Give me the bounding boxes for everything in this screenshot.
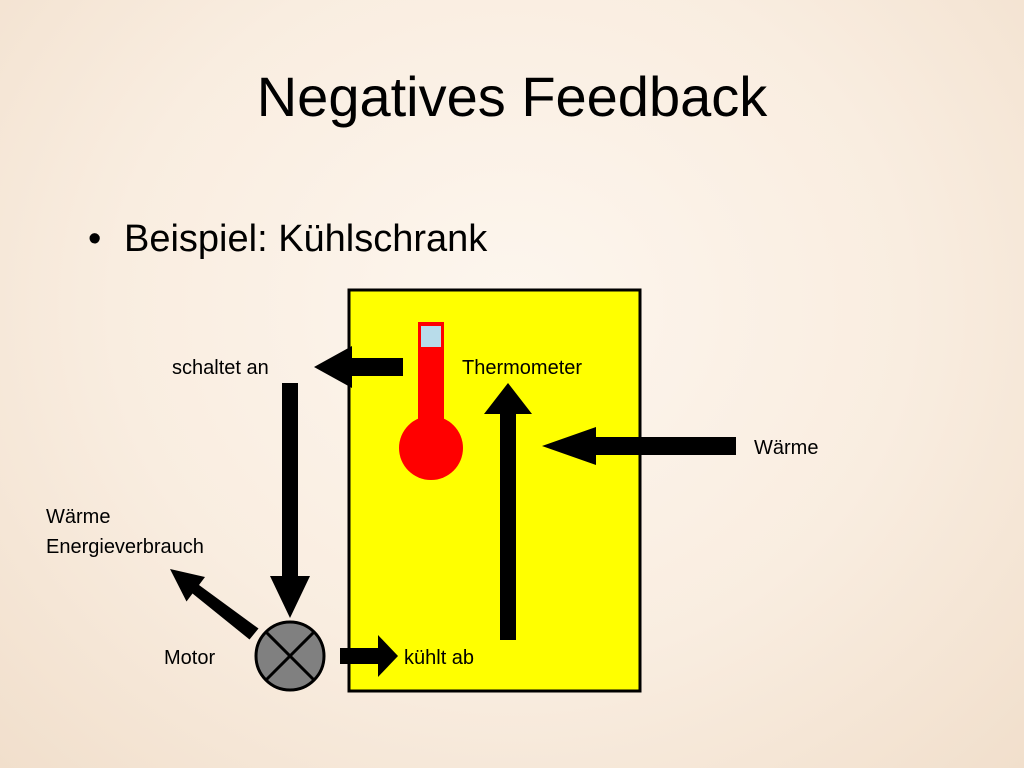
arrow-to-motor [270,383,310,618]
label-heat-in: Wärme [754,437,819,459]
thermometer-bulb [399,416,463,480]
bullet-dot: • [88,218,102,260]
arrow-heat-energy-out [170,569,259,640]
label-thermometer: Thermometer [462,357,583,379]
label-cools: kühlt ab [404,647,475,669]
label-heat-out: Wärme [46,506,111,528]
motor-x-circle-icon [254,620,326,692]
arrow-cools [340,635,398,677]
label-motor: Motor [164,647,216,669]
bullet-item: • Beispiel: Kühlschrank [88,214,487,264]
label-energy-use: Energieverbrauch [46,536,204,558]
arrow-switch-on [314,346,403,388]
arrow-heat-in [542,427,736,465]
bullet-text: Beispiel: Kühlschrank [124,218,488,260]
thermometer-icon [399,322,463,480]
slide-title: Negatives Feedback [256,65,768,128]
fridge-box [347,288,642,693]
thermometer-indicator [421,326,441,347]
label-switches-on: schaltet an [172,357,269,379]
arrow-cooling-to-thermometer [484,383,532,640]
